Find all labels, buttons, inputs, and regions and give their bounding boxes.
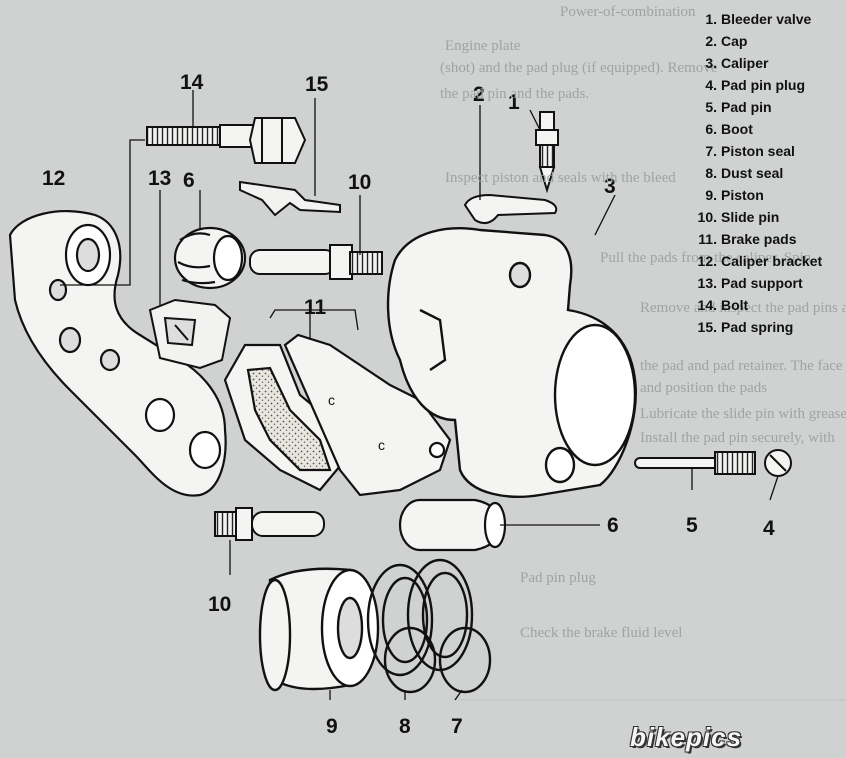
bolt-part bbox=[146, 117, 307, 164]
callout-6-top: 6 bbox=[183, 169, 195, 192]
legend-item: 5.Pad pin bbox=[705, 99, 772, 115]
caliper-body-part bbox=[386, 227, 637, 498]
background-text-4: Inspect piston and seals with the bleed bbox=[445, 170, 676, 186]
pad-support-part bbox=[148, 298, 232, 370]
boot-part-top bbox=[173, 226, 247, 290]
callout-10-top: 10 bbox=[348, 171, 372, 194]
background-text-3: the pad pin and the pads. bbox=[440, 86, 590, 102]
callout-14: 14 bbox=[180, 71, 204, 94]
callout-8: 8 bbox=[399, 715, 411, 738]
callout-1: 1 bbox=[508, 91, 520, 114]
legend-item: 15.Pad spring bbox=[697, 319, 794, 335]
background-text-10: Install the pad pin securely, with bbox=[640, 430, 835, 446]
piston-part bbox=[258, 567, 380, 692]
dust-seal-part bbox=[366, 563, 437, 694]
svg-text:c: c bbox=[378, 437, 385, 453]
callout-15: 15 bbox=[305, 73, 329, 96]
legend-item: 2.Cap bbox=[705, 33, 748, 49]
legend-item: 1.Bleeder valve bbox=[705, 11, 812, 27]
bleeder-valve-part bbox=[535, 111, 559, 194]
callout-11: 11 bbox=[304, 296, 327, 319]
legend-item: 9.Piston bbox=[705, 187, 764, 203]
cap-part bbox=[463, 193, 558, 225]
legend-item: 3.Caliper bbox=[705, 55, 769, 71]
callout-13: 13 bbox=[148, 167, 172, 190]
legend-item: 10.Slide pin bbox=[697, 209, 780, 225]
background-text-8: and position the pads bbox=[640, 380, 768, 396]
background-text-7: the pad and pad retainer. The face bbox=[640, 358, 843, 374]
callout-2: 2 bbox=[473, 83, 485, 106]
background-text-0: Power-of-combination bbox=[560, 4, 696, 20]
legend-item: 8.Dust seal bbox=[705, 165, 784, 181]
callout-4: 4 bbox=[763, 517, 775, 540]
background-text-2: (shot) and the pad plug (if equipped). R… bbox=[440, 60, 718, 76]
pad-pin-part bbox=[634, 451, 756, 475]
parts-legend: 1.Bleeder valve 2.Cap 3.Caliper 4.Pad pi… bbox=[696, 8, 823, 338]
legend-item: 7.Piston seal bbox=[705, 143, 795, 159]
callout-12: 12 bbox=[42, 167, 66, 190]
legend-item: 4.Pad pin plug bbox=[705, 77, 805, 93]
slide-pin-part-bottom bbox=[214, 507, 325, 541]
legend-item: 12.Caliper bracket bbox=[697, 253, 823, 269]
piston-seal-part bbox=[406, 558, 492, 694]
legend-item: 11.Brake pads bbox=[698, 231, 797, 247]
background-text-9: Lubricate the slide pin with grease bbox=[640, 406, 846, 422]
legend-item: 6.Boot bbox=[705, 121, 753, 137]
leader-lines bbox=[60, 90, 779, 701]
legend-item: 13.Pad support bbox=[697, 275, 803, 291]
callout-6-bottom: 6 bbox=[607, 514, 619, 537]
background-text-5: Pull the pads from the caliper. Spin bbox=[600, 250, 812, 266]
brake-pads-part: c c bbox=[223, 333, 452, 497]
callout-9: 9 bbox=[326, 715, 338, 738]
pad-pin-plug-part bbox=[764, 449, 792, 477]
callout-10-bottom: 10 bbox=[208, 593, 232, 616]
caliper-bracket-part bbox=[8, 210, 227, 497]
callout-3: 3 bbox=[604, 175, 616, 198]
background-text-6: Remove and inspect the pad pins and bbox=[640, 300, 846, 316]
legend-item: 14.Bolt bbox=[697, 297, 749, 313]
background-text-12: Check the brake fluid level bbox=[520, 625, 683, 641]
pad-spring-part bbox=[239, 180, 341, 217]
boot-part-bottom bbox=[398, 498, 507, 552]
background-text-1: Engine plate bbox=[445, 38, 521, 54]
callout-5: 5 bbox=[686, 514, 698, 537]
bikepics-watermark: bikepics bbox=[630, 722, 743, 752]
callout-7: 7 bbox=[451, 715, 463, 738]
background-text-11: Pad pin plug bbox=[520, 570, 596, 586]
svg-text:c: c bbox=[328, 392, 335, 408]
slide-pin-part-top bbox=[249, 244, 383, 280]
